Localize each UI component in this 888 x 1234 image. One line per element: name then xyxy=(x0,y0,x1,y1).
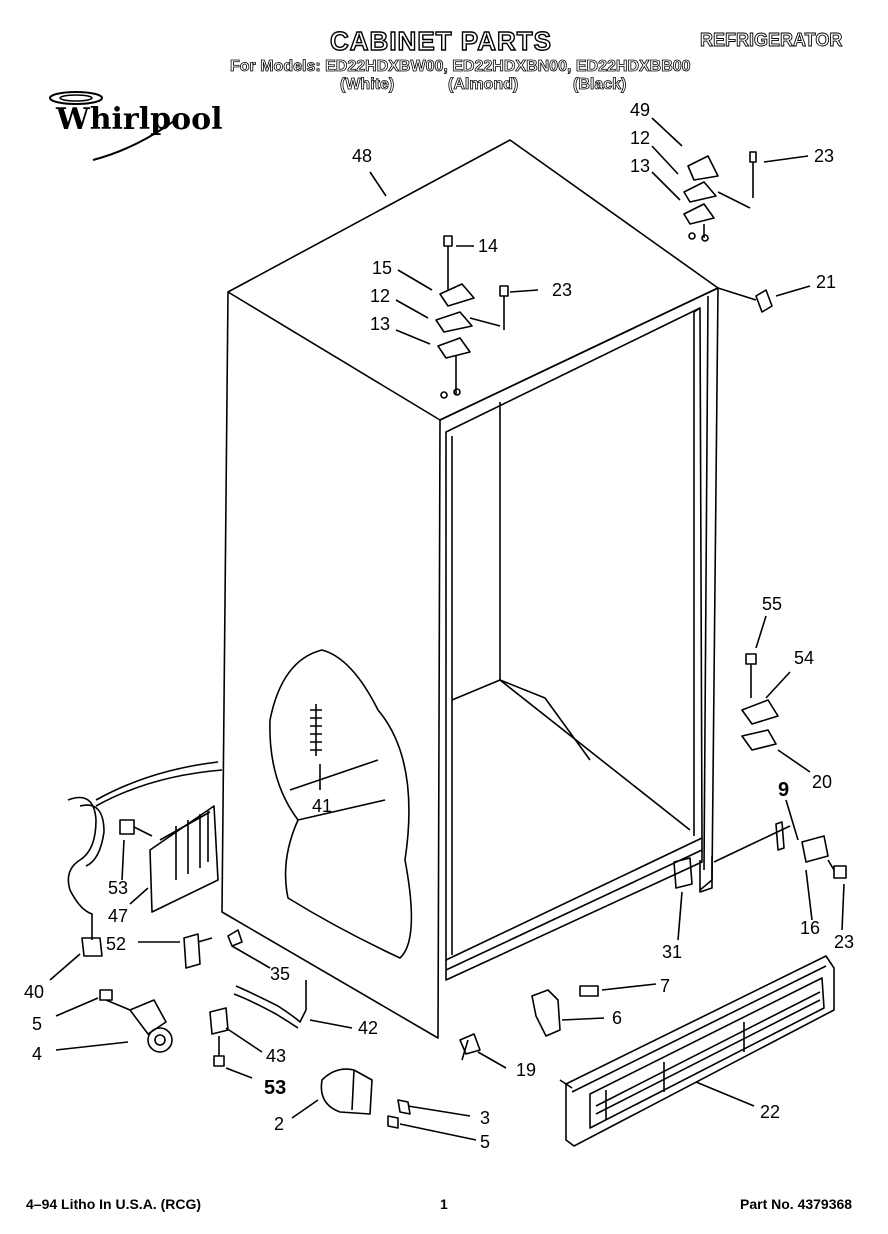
electrical-box xyxy=(149,805,219,913)
callout-6: 6 xyxy=(612,1008,622,1028)
callout-23c: 23 xyxy=(834,932,854,952)
footer-part-number: Part No. 4379368 xyxy=(740,1196,853,1212)
leveler xyxy=(320,1068,373,1115)
cabinet-front-frame xyxy=(439,287,719,421)
callout-31: 31 xyxy=(662,942,682,962)
callout-16: 16 xyxy=(800,918,820,938)
color-white: (White) xyxy=(340,76,395,94)
callout-3: 3 xyxy=(480,1108,490,1128)
callout-49: 49 xyxy=(630,100,650,120)
callout-52: 52 xyxy=(106,934,126,954)
callout-numbers: 48 49 12 13 23 14 15 12 23 13 21 55 54 2… xyxy=(24,100,854,1152)
callout-41: 41 xyxy=(312,796,332,816)
cabinet-front-right xyxy=(699,287,719,891)
callout-43: 43 xyxy=(266,1046,286,1066)
footer-litho: 4–94 Litho In U.S.A. (RCG) xyxy=(26,1196,202,1212)
callout-47: 47 xyxy=(108,906,128,926)
callout-13b: 13 xyxy=(370,314,390,334)
cabinet-left-side xyxy=(221,291,441,1039)
callout-55: 55 xyxy=(762,594,782,614)
callout-23b: 23 xyxy=(552,280,572,300)
callout-7: 7 xyxy=(660,976,670,996)
callout-22: 22 xyxy=(760,1102,780,1122)
callout-35: 35 xyxy=(270,964,290,984)
callout-15: 15 xyxy=(372,258,392,278)
callout-5: 5 xyxy=(32,1014,42,1034)
callout-14: 14 xyxy=(478,236,498,256)
cabinet-top xyxy=(227,139,719,421)
callout-4: 4 xyxy=(32,1044,42,1064)
callout-2: 2 xyxy=(274,1114,284,1134)
callout-19: 19 xyxy=(516,1060,536,1080)
callout-12b: 12 xyxy=(370,286,390,306)
callout-42: 42 xyxy=(358,1018,378,1038)
toe-grille xyxy=(565,955,835,1147)
color-black: (Black) xyxy=(573,76,627,94)
page-title: CABINET PARTS xyxy=(329,25,552,56)
callout-23: 23 xyxy=(814,146,834,166)
logo-swoosh-icon xyxy=(49,91,179,161)
callout-12: 12 xyxy=(630,128,650,148)
callout-13: 13 xyxy=(630,156,650,176)
callout-5b: 5 xyxy=(480,1132,490,1152)
callout-48: 48 xyxy=(352,146,372,166)
category-label: REFRIGERATOR xyxy=(700,30,843,51)
caster xyxy=(129,999,167,1035)
callout-53: 53 xyxy=(108,878,128,898)
callout-53b: 53 xyxy=(264,1077,286,1099)
callout-40: 40 xyxy=(24,982,44,1002)
callout-20: 20 xyxy=(812,772,832,792)
callout-21: 21 xyxy=(816,272,836,292)
callout-9: 9 xyxy=(778,779,789,801)
whirlpool-logo: Whirlpool xyxy=(38,88,223,168)
models-line: For Models: ED22HDXBW00, ED22HDXBN00, ED… xyxy=(230,58,691,76)
cabinet-cutaway xyxy=(269,649,413,959)
color-almond: (Almond) xyxy=(448,76,519,94)
callout-54: 54 xyxy=(794,648,814,668)
footer-page-number: 1 xyxy=(440,1196,448,1212)
brand-name: Whirlpool xyxy=(56,102,223,137)
